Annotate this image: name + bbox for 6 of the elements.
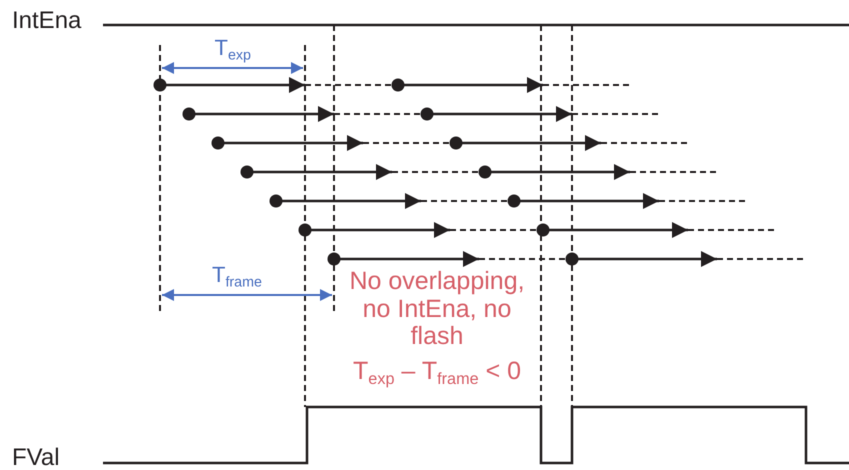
dimension-label: T$_{frame}$ [212, 263, 262, 291]
formula-note: T$_{exp}$ – T$_{frame}$ < 0 [353, 358, 522, 389]
annotation-note: No overlapping, no IntEna, no flash [348, 268, 526, 350]
signal-name: IntEna [12, 8, 82, 34]
dimension-label: T$_{exp}$ [214, 36, 252, 64]
signal-name: FVal [12, 445, 60, 470]
